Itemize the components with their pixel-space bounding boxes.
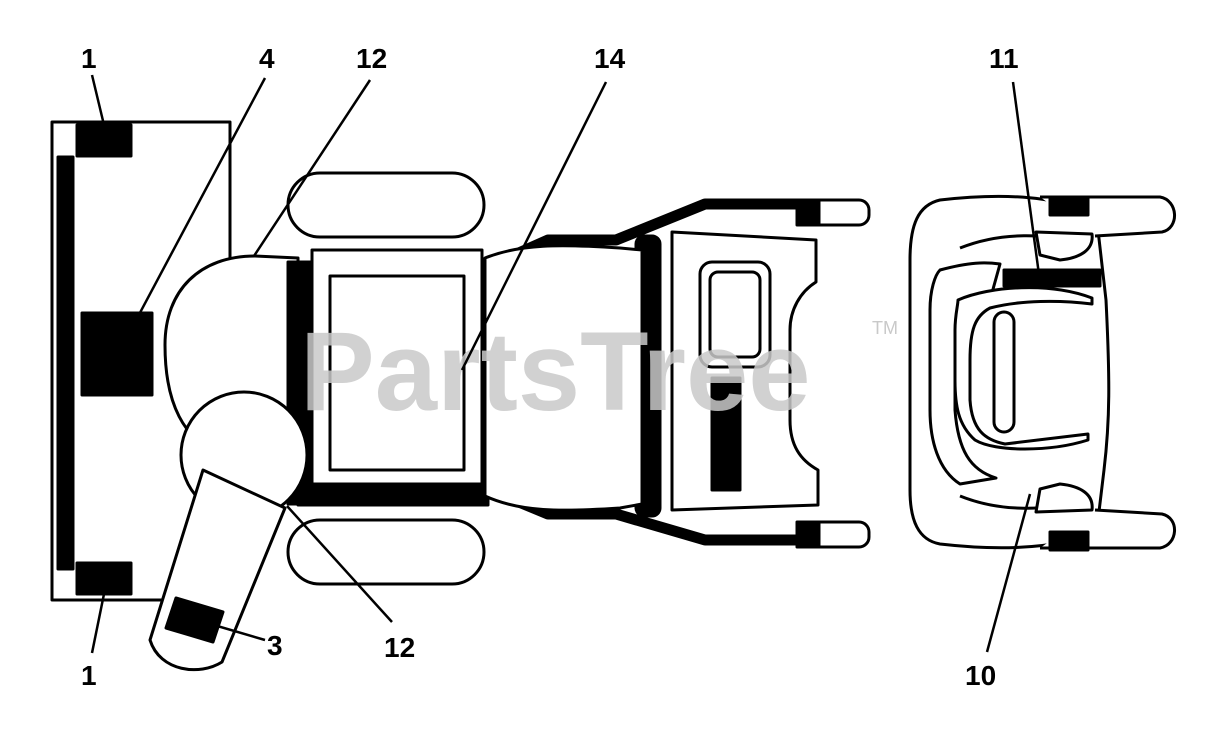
- control-dash: [670, 230, 820, 512]
- callout-11: 11: [989, 43, 1019, 74]
- callout-1-top: 1: [81, 43, 97, 74]
- leader-lines: [90, 74, 1042, 654]
- callout-3: 3: [267, 630, 283, 661]
- tire-bottom: [286, 518, 486, 586]
- callout-10: 10: [965, 660, 996, 691]
- decal-panel: [310, 248, 484, 486]
- watermark-text: PartsTree: [300, 309, 811, 434]
- callout-12-top: 12: [356, 43, 387, 74]
- callout-4: 4: [259, 43, 275, 74]
- tire-top: [286, 171, 486, 239]
- callout-14: 14: [594, 43, 626, 74]
- callout-12-bottom: 12: [384, 632, 415, 663]
- frame-arms: [482, 198, 800, 546]
- rear-unit: [908, 195, 1176, 552]
- discharge-chute: [148, 390, 309, 672]
- callout-1-bottom: 1: [81, 660, 97, 691]
- grip-bottom: [795, 520, 871, 549]
- watermark-trademark: TM: [872, 318, 898, 338]
- grip-top: [795, 198, 871, 227]
